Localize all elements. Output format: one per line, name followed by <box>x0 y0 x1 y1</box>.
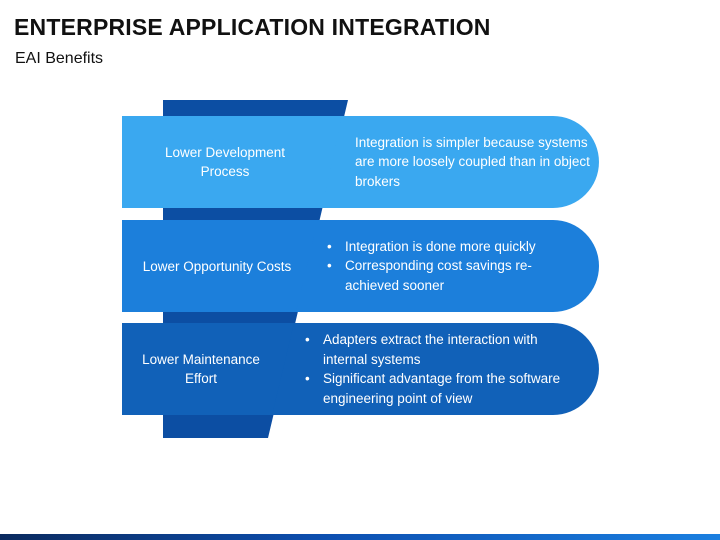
row-3-description: Adapters extract the interaction with in… <box>301 323 585 415</box>
row-2-label-text: Lower Opportunity Costs <box>142 258 292 274</box>
row-1-label-text: Lower Development Process <box>164 145 286 179</box>
row-2-bullet: Integration is done more quickly <box>323 237 583 257</box>
row-3-bullet: Significant advantage from the software … <box>301 369 585 408</box>
row-2-bullet: Corresponding cost savings re-achieved s… <box>323 256 583 295</box>
row-3-bullet: Adapters extract the interaction with in… <box>301 330 585 369</box>
row-2-label-box <box>122 220 318 312</box>
row-1-description: Integration is simpler because systems a… <box>355 116 595 208</box>
footer-accent-bar <box>0 534 720 540</box>
row-1-label-box <box>122 116 342 208</box>
row-1-label: Lower Development Process <box>130 116 320 208</box>
row-1-description-pill <box>300 116 599 208</box>
page-title: ENTERPRISE APPLICATION INTEGRATION <box>14 14 491 40</box>
row-2-label: Lower Opportunity Costs <box>124 220 310 312</box>
row-3-label: Lower Maintenance Effort <box>124 323 278 415</box>
row-1-description-text: Integration is simpler because systems a… <box>355 134 590 189</box>
row-3-label-text: Lower Maintenance Effort <box>142 352 260 386</box>
row-3-label-box <box>122 323 294 415</box>
page-subtitle: EAI Benefits <box>15 50 104 67</box>
row-2-description: Integration is done more quickly Corresp… <box>323 220 583 312</box>
